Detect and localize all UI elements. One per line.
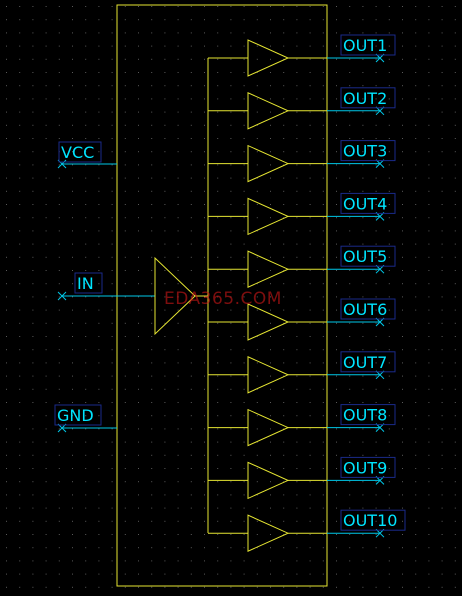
in-label-box <box>74 272 103 294</box>
output-label: OUT9 <box>343 458 387 477</box>
output-label: OUT6 <box>343 300 387 319</box>
output-buffer-triangle[interactable] <box>247 250 290 288</box>
output-buffer-triangle[interactable] <box>247 39 290 77</box>
schematic: VCC IN GND OUT1OUT2OUT3OUT4OUT5OUT6OUT7O… <box>54 4 406 587</box>
output-label: OUT7 <box>343 353 387 372</box>
output-label: OUT5 <box>343 247 387 266</box>
output-stage: OUT9 <box>208 456 396 500</box>
output-label: OUT4 <box>343 194 387 213</box>
grid-dots <box>6 6 456 588</box>
watermark-text: EDA365.COM <box>164 289 282 309</box>
output-label-box <box>340 351 396 373</box>
output-buffer-triangle[interactable] <box>247 92 290 130</box>
pin-vcc[interactable]: VCC <box>57 141 117 169</box>
output-stage: OUT8 <box>208 404 396 447</box>
output-stage: OUT5 <box>208 245 396 288</box>
output-buffer-triangle[interactable] <box>247 144 290 183</box>
output-buffer-triangle[interactable] <box>247 356 290 394</box>
output-label: OUT3 <box>343 142 387 161</box>
pin-gnd[interactable]: GND <box>54 404 117 433</box>
output-stage: OUT3 <box>208 140 396 183</box>
output-label-box <box>340 245 396 267</box>
output-label: OUT10 <box>343 511 397 530</box>
output-stage: OUT6 <box>208 298 396 341</box>
output-buffer-triangle[interactable] <box>247 408 290 447</box>
output-buffer-triangle[interactable] <box>247 514 290 552</box>
output-label-box <box>340 192 396 214</box>
vcc-label-box <box>58 141 102 163</box>
output-label-box <box>340 298 396 320</box>
output-stage: OUT2 <box>208 87 396 130</box>
in-label: IN <box>77 274 94 293</box>
output-label: OUT2 <box>343 89 387 108</box>
output-label-box <box>340 87 396 109</box>
output-label-box <box>340 404 396 426</box>
output-buffer-triangle[interactable] <box>247 303 290 341</box>
output-stages: OUT1OUT2OUT3OUT4OUT5OUT6OUT7OUT8OUT9OUT1… <box>208 34 406 552</box>
vcc-label: VCC <box>61 143 94 162</box>
output-label-box <box>340 456 396 478</box>
watermark: EDA365.COM <box>164 289 282 309</box>
output-stage: OUT4 <box>208 192 396 236</box>
output-label-box <box>340 34 396 56</box>
output-buffer-triangle[interactable] <box>247 197 290 236</box>
output-stage: OUT10 <box>208 509 406 552</box>
pin-in[interactable]: IN <box>57 272 155 301</box>
input-buffer-triangle[interactable] <box>154 256 196 336</box>
gnd-label-box <box>54 404 102 426</box>
output-stage: OUT1 <box>208 34 396 77</box>
output-label: OUT8 <box>343 406 387 425</box>
output-buffer-triangle[interactable] <box>247 461 290 500</box>
gnd-label: GND <box>57 406 94 425</box>
output-label-box <box>340 509 406 531</box>
output-label-box <box>340 140 396 162</box>
output-label: OUT1 <box>343 36 387 55</box>
output-stage: OUT7 <box>208 351 396 394</box>
